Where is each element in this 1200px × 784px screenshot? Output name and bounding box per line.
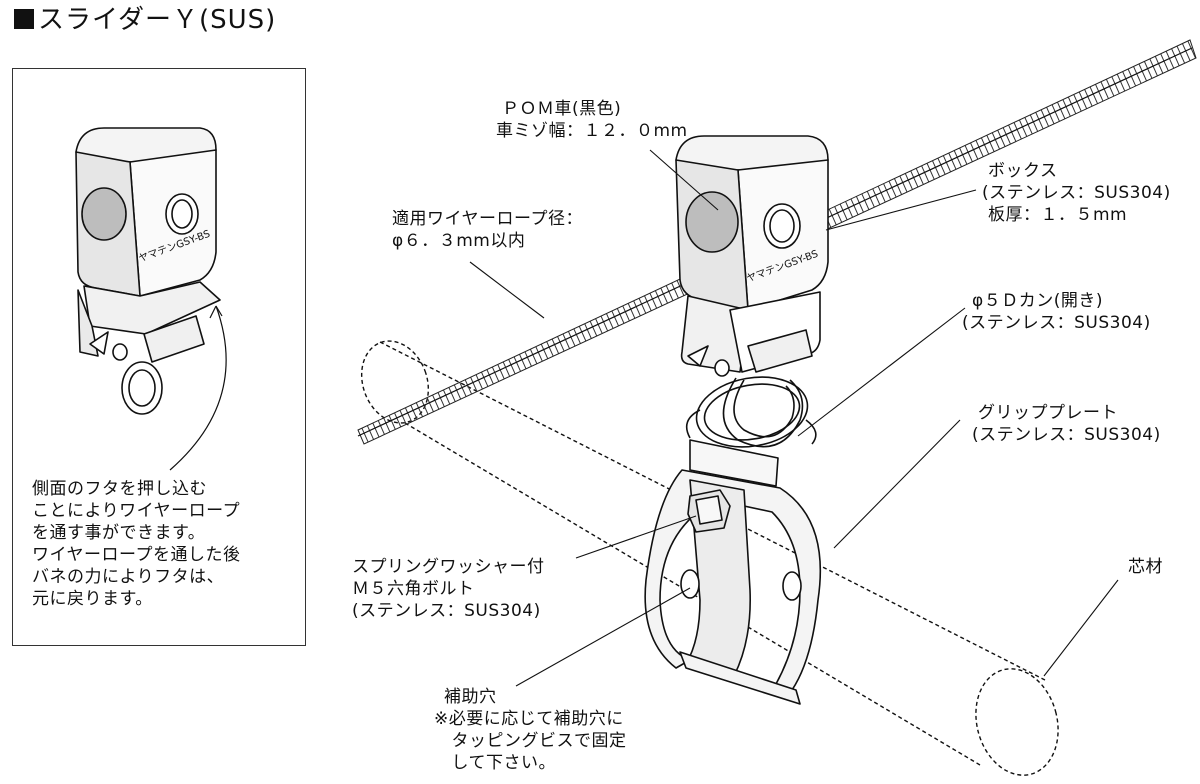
callout-bolt-line: Ｍ５六角ボルト bbox=[352, 579, 475, 599]
callout-bolt: スプリングワッシャー付 Ｍ５六角ボルト (ステンレス：SUS304) bbox=[352, 556, 545, 622]
callout-kan-line: φ５Ｄカン(開き) bbox=[972, 291, 1103, 311]
callout-wire-diameter: 適用ワイヤーロープ径： φ６．３mm以内 bbox=[392, 208, 583, 252]
callout-hole-line: して下さい。 bbox=[434, 753, 556, 773]
slider-box bbox=[675, 135, 829, 377]
callout-hole-line: ※必要に応じて補助穴に bbox=[434, 709, 624, 729]
callout-grip-plate: グリッププレート (ステンレス：SUS304) bbox=[972, 402, 1161, 446]
callout-hole-line: 補助穴 bbox=[444, 687, 497, 707]
callout-aux-hole: 補助穴 ※必要に応じて補助穴に タッピングビスで固定 して下さい。 bbox=[434, 686, 627, 774]
inset-note-line: 側面のフタを押し込む bbox=[32, 479, 207, 499]
square-bullet-icon bbox=[14, 9, 34, 29]
inset-leader-arrow bbox=[169, 305, 227, 471]
inset-note-line: を通す事ができます。 bbox=[32, 523, 206, 543]
d-ring bbox=[685, 376, 817, 448]
callout-wire-line: 適用ワイヤーロープ径： bbox=[392, 209, 583, 229]
callout-core-line: 芯材 bbox=[1128, 557, 1163, 577]
callout-bolt-line: (ステンレス：SUS304) bbox=[352, 601, 541, 621]
inset-frame bbox=[12, 68, 306, 646]
callout-box-line: (ステンレス：SUS304) bbox=[982, 183, 1171, 203]
callout-kan-line: (ステンレス：SUS304) bbox=[962, 313, 1151, 333]
callout-box-line: 板厚：１．５mm bbox=[988, 205, 1128, 225]
inset-note-line: バネの力によりフタは、 bbox=[32, 567, 225, 587]
inset-note-line: 元に戻ります。 bbox=[32, 589, 153, 609]
callout-pom-line: 車ミゾ幅：１２．０mm bbox=[496, 121, 688, 141]
title-text: スライダーＹ(SUS) bbox=[38, 5, 277, 35]
callout-d-ring: φ５Ｄカン(開き) (ステンレス：SUS304) bbox=[962, 290, 1151, 334]
inset-note-line: ワイヤーロープを通した後 bbox=[32, 545, 241, 565]
callout-pom-wheel: ＰＯＭ車(黒色) 車ミゾ幅：１２．０mm bbox=[496, 98, 688, 142]
inset-note-line: ことによりワイヤーロープ bbox=[32, 501, 241, 521]
inset-note: 側面のフタを押し込む ことによりワイヤーロープ を通す事ができます。 ワイヤーロ… bbox=[32, 478, 240, 610]
callout-bolt-line: スプリングワッシャー付 bbox=[352, 557, 545, 577]
callout-box-line: ボックス bbox=[988, 161, 1058, 181]
leader-lines bbox=[469, 149, 1119, 687]
callout-pom-line: ＰＯＭ車(黒色) bbox=[502, 99, 622, 119]
callout-hole-line: タッピングビスで固定 bbox=[434, 731, 627, 751]
page-title: スライダーＹ(SUS) bbox=[14, 4, 276, 36]
callout-grip-line: (ステンレス：SUS304) bbox=[972, 425, 1161, 445]
callout-core: 芯材 bbox=[1128, 556, 1163, 578]
callout-box: ボックス (ステンレス：SUS304) 板厚：１．５mm bbox=[982, 160, 1171, 226]
inset-slider bbox=[75, 127, 221, 415]
grip-plate bbox=[644, 439, 822, 705]
callout-wire-line: φ６．３mm以内 bbox=[392, 231, 526, 251]
callout-grip-line: グリッププレート bbox=[978, 403, 1118, 423]
